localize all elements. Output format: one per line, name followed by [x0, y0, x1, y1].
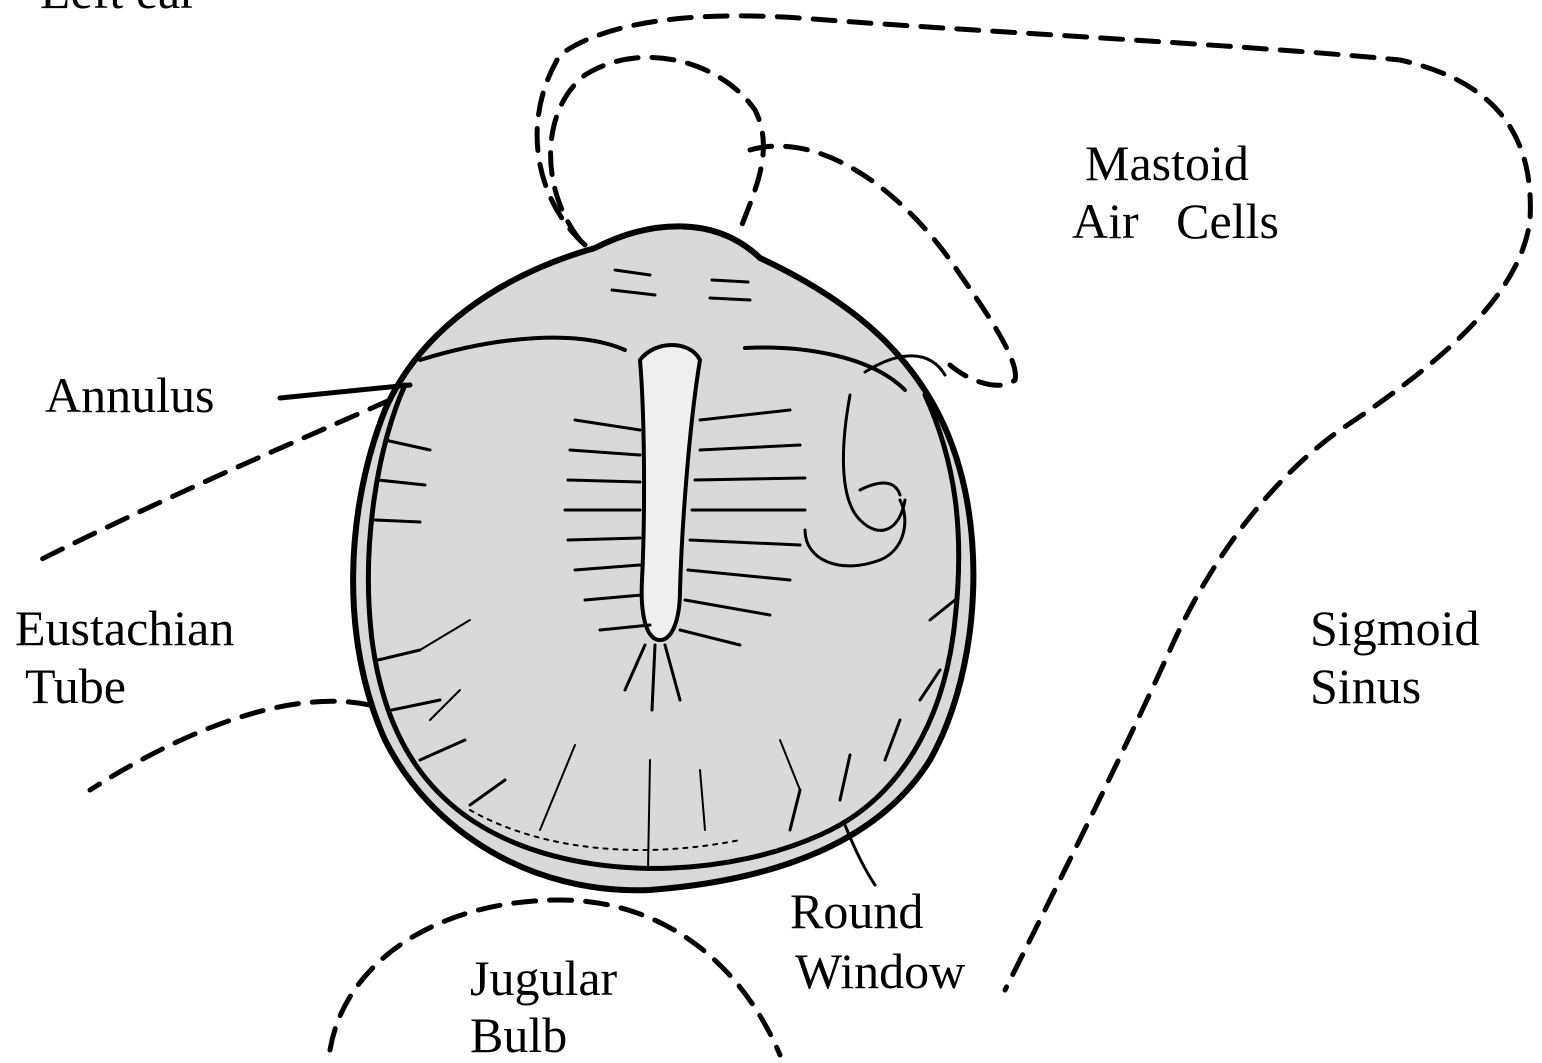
title-partial-text: Left ear	[40, 0, 197, 19]
label-tube: Tube	[25, 658, 126, 714]
label-annulus: Annulus	[45, 367, 214, 423]
label-sigmoid: Sigmoid	[1310, 600, 1479, 656]
label-window: Window	[795, 943, 965, 999]
label-air-cells: Air Cells	[1072, 193, 1279, 249]
mastoid-inner-loop	[551, 57, 764, 240]
label-mastoid: Mastoid	[1085, 135, 1249, 191]
eustachian-tube-lower-line	[90, 701, 370, 790]
round-window-pointer	[845, 825, 875, 885]
label-sinus: Sinus	[1310, 658, 1421, 714]
eustachian-tube-upper-line	[40, 400, 390, 560]
label-jugular: Jugular	[470, 950, 618, 1006]
label-eustachian: Eustachian	[15, 600, 234, 656]
label-bulb: Bulb	[470, 1007, 567, 1063]
tympanic-membrane	[353, 226, 973, 890]
label-round: Round	[790, 883, 923, 939]
